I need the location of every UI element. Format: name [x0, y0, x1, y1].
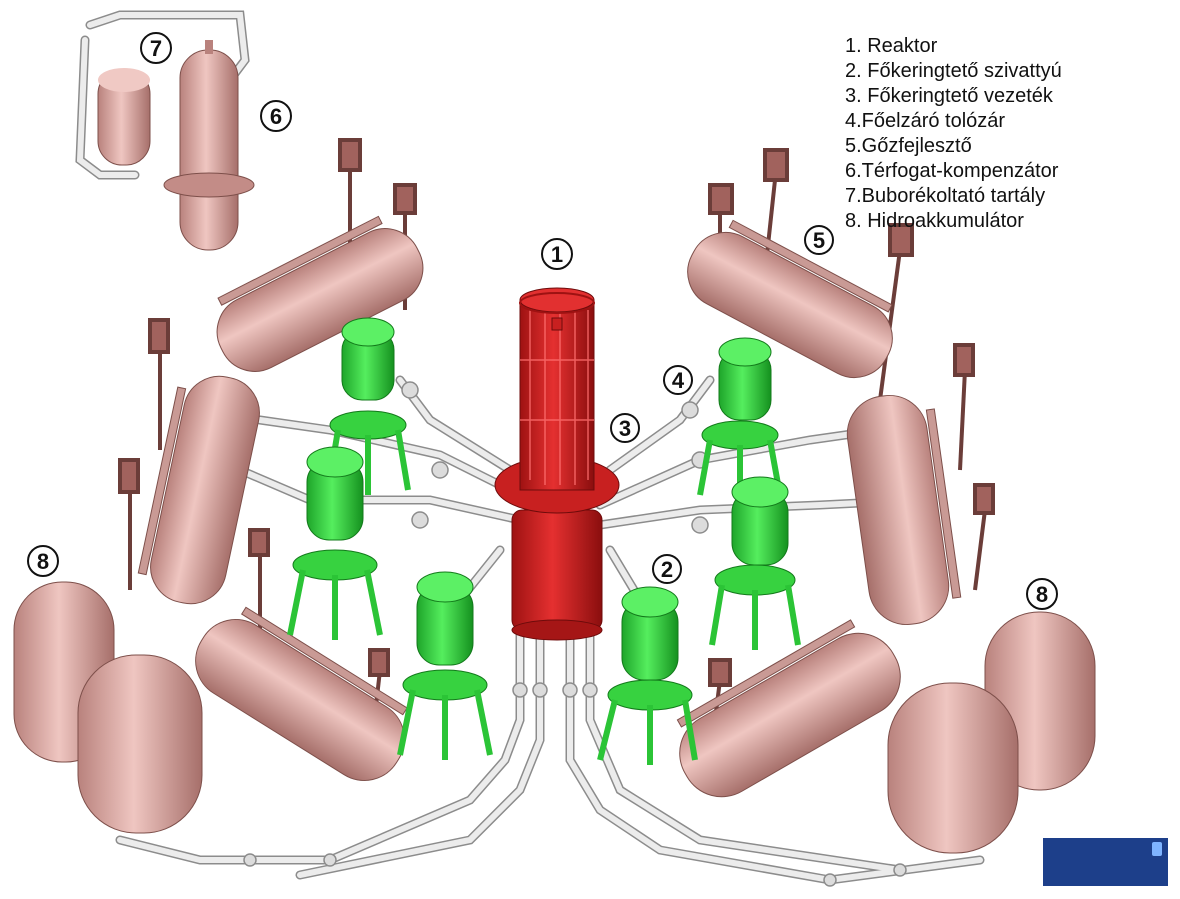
callout-pump: 2	[653, 555, 681, 583]
steam-generator-bottom-right	[660, 610, 915, 811]
svg-text:4: 4	[672, 368, 685, 393]
legend-item-reactor: 1. Reaktor	[845, 34, 1062, 59]
callout-accumulator-right: 8	[1027, 579, 1057, 609]
legend-item-main-coolant-pump: 2. Főkeringtető szivattyú	[845, 59, 1062, 84]
svg-text:7: 7	[150, 36, 162, 61]
svg-text:1: 1	[551, 242, 563, 267]
pump-5	[712, 477, 798, 650]
svg-text:8: 8	[1036, 582, 1048, 607]
bubbler-tank	[98, 68, 150, 165]
callout-bubbler-tank: 7	[141, 33, 171, 63]
steam-generator-mid-left	[134, 368, 266, 611]
legend-item-steam-generator: 5.Gőzfejlesztő	[845, 134, 1062, 159]
svg-text:8: 8	[37, 549, 49, 574]
callout-valve: 4	[664, 366, 692, 394]
svg-text:6: 6	[270, 104, 282, 129]
pump-4	[700, 338, 780, 500]
legend-item-pressurizer: 6.Térfogat-kompenzátor	[845, 159, 1062, 184]
legend-item-bubbler-tank: 7.Buborékoltató tartály	[845, 184, 1062, 209]
legend-item-main-isolation-valve: 4.Főelzáró tolózár	[845, 109, 1062, 134]
steam-generator-mid-right	[842, 389, 963, 629]
callout-pipe: 3	[611, 414, 639, 442]
component-legend: 1. Reaktor 2. Főkeringtető szivattyú 3. …	[845, 34, 1062, 234]
svg-text:5: 5	[813, 228, 825, 253]
legend-item-main-coolant-pipe: 3. Főkeringtető vezeték	[845, 84, 1062, 109]
callout-pressurizer: 6	[261, 101, 291, 131]
steam-generator-bottom-left	[181, 597, 424, 795]
steam-generator-top-right	[675, 211, 910, 390]
pump-6	[600, 587, 695, 765]
svg-text:3: 3	[619, 416, 631, 441]
svg-text:2: 2	[661, 557, 673, 582]
corner-logo	[1043, 838, 1168, 886]
reactor	[495, 288, 619, 640]
callout-accumulator-left: 8	[28, 546, 58, 576]
pump-3	[400, 572, 490, 760]
legend-item-hydro-accumulator: 8. Hidroakkumulátor	[845, 209, 1062, 234]
logo-mark-icon	[1152, 842, 1162, 856]
callout-steam-generator: 5	[805, 226, 833, 254]
callout-reactor: 1	[542, 239, 572, 269]
